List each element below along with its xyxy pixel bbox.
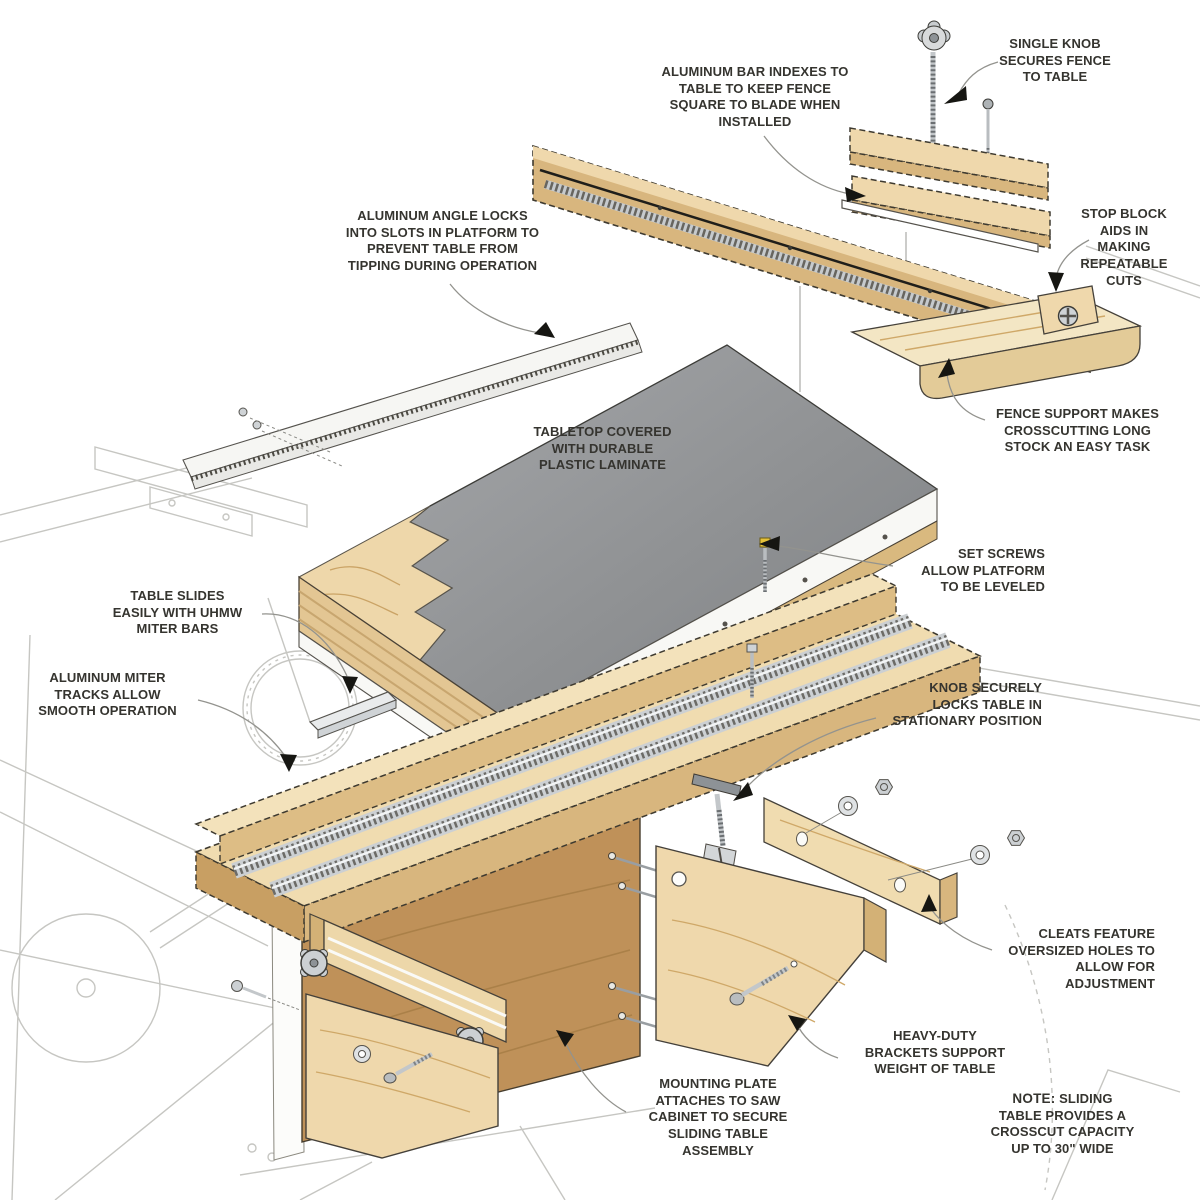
- leader-fence-support: [946, 373, 986, 421]
- leader-lines: [197, 61, 1090, 1113]
- callout-table-slides: TABLE SLIDES EASILY WITH UHMW MITER BARS: [112, 588, 243, 637]
- arrowhead-icon: [759, 536, 780, 551]
- fence-assembly: [532, 20, 1143, 400]
- callout-note: NOTE: SLIDING TABLE PROVIDES A CROSSCUT …: [985, 1090, 1140, 1158]
- washer: [838, 796, 858, 816]
- set-screw: [746, 643, 758, 698]
- note-prefix: NOTE:: [1012, 1091, 1056, 1106]
- arrowhead-icon: [1048, 272, 1064, 292]
- support-bracket-right: [655, 845, 887, 1067]
- leader-arrowheads: [280, 86, 1064, 1047]
- miter-bar: [308, 691, 398, 739]
- callout-knob-locks: KNOB SECURELY LOCKS TABLE IN STATIONARY …: [892, 680, 1042, 729]
- wood-reveal: [298, 505, 453, 661]
- callout-set-screws: SET SCREWS ALLOW PLATFORM TO BE LEVELED: [921, 546, 1045, 595]
- leader-single-knob: [958, 61, 999, 94]
- aluminum-angle: [182, 322, 643, 490]
- leader-set-screws: [777, 545, 894, 567]
- background-saw-cabinet: [0, 245, 1200, 1200]
- leader-miter-tracks: [197, 699, 286, 757]
- angle-screw: [252, 420, 262, 430]
- callout-stop-block: STOP BLOCK AIDS IN MAKING REPEATABLE CUT…: [1080, 206, 1168, 288]
- miter-track: [269, 632, 951, 898]
- bolt: [383, 1052, 433, 1084]
- callout-mounting-plate: MOUNTING PLATE ATTACHES TO SAW CABINET T…: [648, 1076, 788, 1158]
- arrowhead-icon: [921, 894, 937, 912]
- arrowhead-icon: [733, 782, 753, 801]
- callout-heavy-duty: HEAVY-DUTY BRACKETS SUPPORT WEIGHT OF TA…: [864, 1028, 1006, 1077]
- bolt: [231, 980, 301, 1011]
- leader-table-slides: [261, 613, 348, 677]
- arrowhead-icon: [280, 754, 297, 772]
- callout-miter-tracks: ALUMINUM MITER TRACKS ALLOW SMOOTH OPERA…: [38, 670, 177, 719]
- platform: [193, 573, 983, 944]
- arrowhead-icon: [788, 1015, 806, 1031]
- callout-tabletop: TABLETOP COVERED WITH DURABLE PLASTIC LA…: [533, 424, 672, 473]
- leader-aluminum-angle: [449, 283, 541, 334]
- stop-block: [1037, 285, 1099, 335]
- star-bolt: [300, 949, 328, 977]
- cleat-right: [763, 779, 1026, 926]
- arrowhead-icon: [342, 676, 358, 694]
- angle-screw: [238, 407, 248, 417]
- callout-single-knob: SINGLE KNOB SECURES FENCE TO TABLE: [999, 36, 1111, 85]
- arrowhead-icon: [845, 187, 866, 202]
- arrowhead-icon: [534, 322, 555, 338]
- note-text: SLIDING TABLE PROVIDES A CROSSCUT CAPACI…: [990, 1091, 1135, 1156]
- platform-back-rail-face: [219, 584, 897, 866]
- nut: [1006, 830, 1026, 846]
- washer: [970, 845, 990, 865]
- platform-end-left: [195, 850, 305, 944]
- arrowhead-icon: [938, 358, 955, 378]
- leader-aluminum-bar: [763, 135, 851, 195]
- callout-cleats: CLEATS FEATURE OVERSIZED HOLES TO ALLOW …: [1008, 926, 1155, 991]
- platform-front: [303, 654, 981, 944]
- arrowhead-icon: [556, 1030, 574, 1047]
- leader-mounting-plate: [565, 1043, 627, 1113]
- callout-aluminum-bar: ALUMINUM BAR INDEXES TO TABLE TO KEEP FE…: [661, 64, 849, 129]
- callout-aluminum-angle: ALUMINUM ANGLE LOCKS INTO SLOTS IN PLATF…: [345, 208, 540, 273]
- leader-knob-locks: [745, 717, 877, 789]
- washer: [353, 1045, 371, 1063]
- spacer-bar-upper: [849, 127, 1049, 201]
- aluminum-index-bar: [841, 199, 1039, 253]
- leader-cleats: [930, 908, 993, 951]
- callout-fence-support: FENCE SUPPORT MAKES CROSSCUTTING LONG ST…: [996, 406, 1159, 455]
- leader-heavy-duty: [798, 1027, 839, 1059]
- arrowhead-icon: [944, 86, 967, 104]
- platform-back-rail: [194, 573, 898, 837]
- support-bracket-left: [305, 993, 499, 1159]
- nut: [874, 779, 894, 795]
- miter-track: [231, 613, 913, 879]
